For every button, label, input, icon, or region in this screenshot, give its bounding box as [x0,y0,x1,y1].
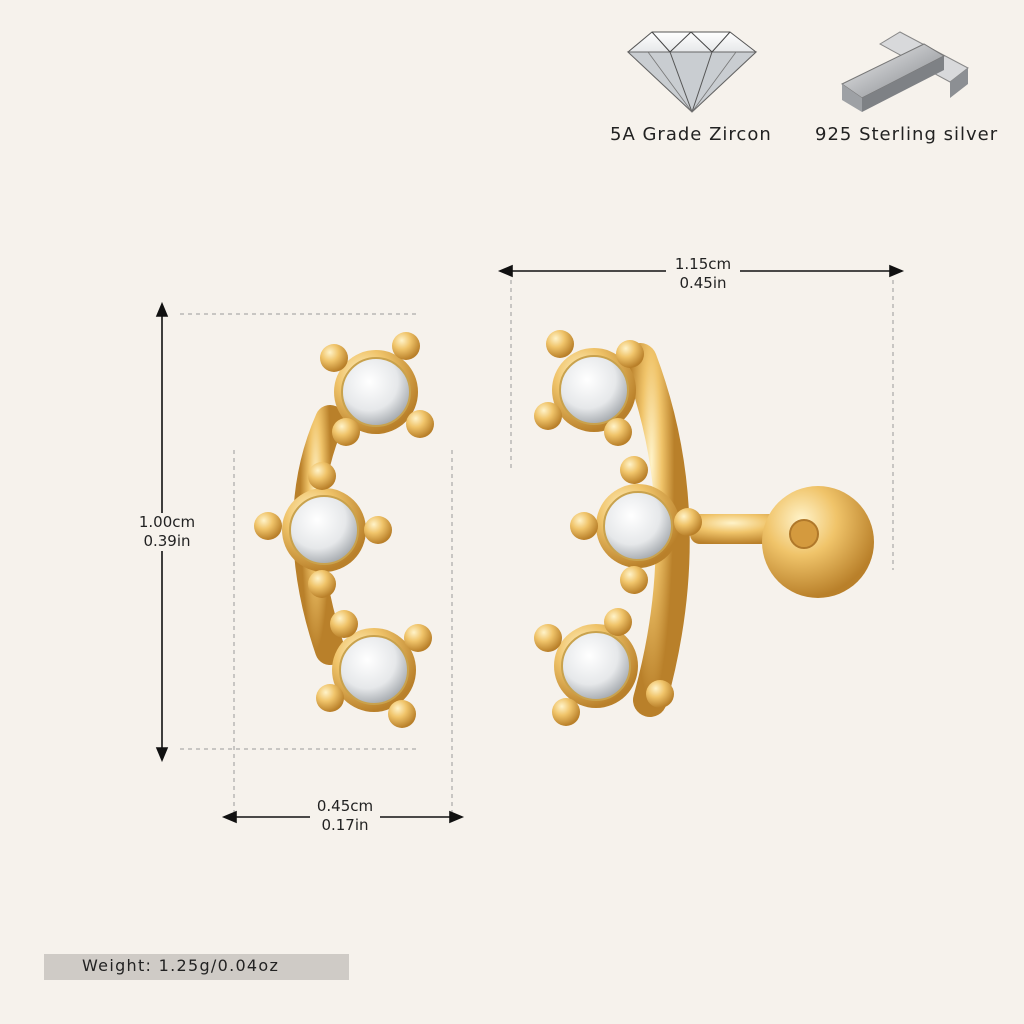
weight-text: Weight: 1.25g/0.04oz [82,956,280,975]
silver-label: 925 Sterling silver [815,124,999,145]
dimension-guides [180,280,894,820]
length-cm: 1.15cm [674,255,732,273]
height-dimension: 1.00cm 0.39in [134,513,200,551]
silver-bar-icon [841,31,969,112]
length-dimension: 1.15cm 0.45in [666,255,740,293]
width-dimension: 0.45cm 0.17in [310,797,380,835]
weight-badge [44,954,349,980]
width-cm: 0.45cm [316,797,374,815]
height-in: 0.39in [143,532,191,550]
height-cm: 1.00cm [138,513,196,531]
earring-front-view [254,332,434,728]
zircon-diamond-icon [626,31,758,113]
earring-side-view [534,330,874,726]
length-in: 0.45in [679,274,727,292]
width-in: 0.17in [321,816,369,834]
zircon-label: 5A Grade Zircon [610,124,772,145]
